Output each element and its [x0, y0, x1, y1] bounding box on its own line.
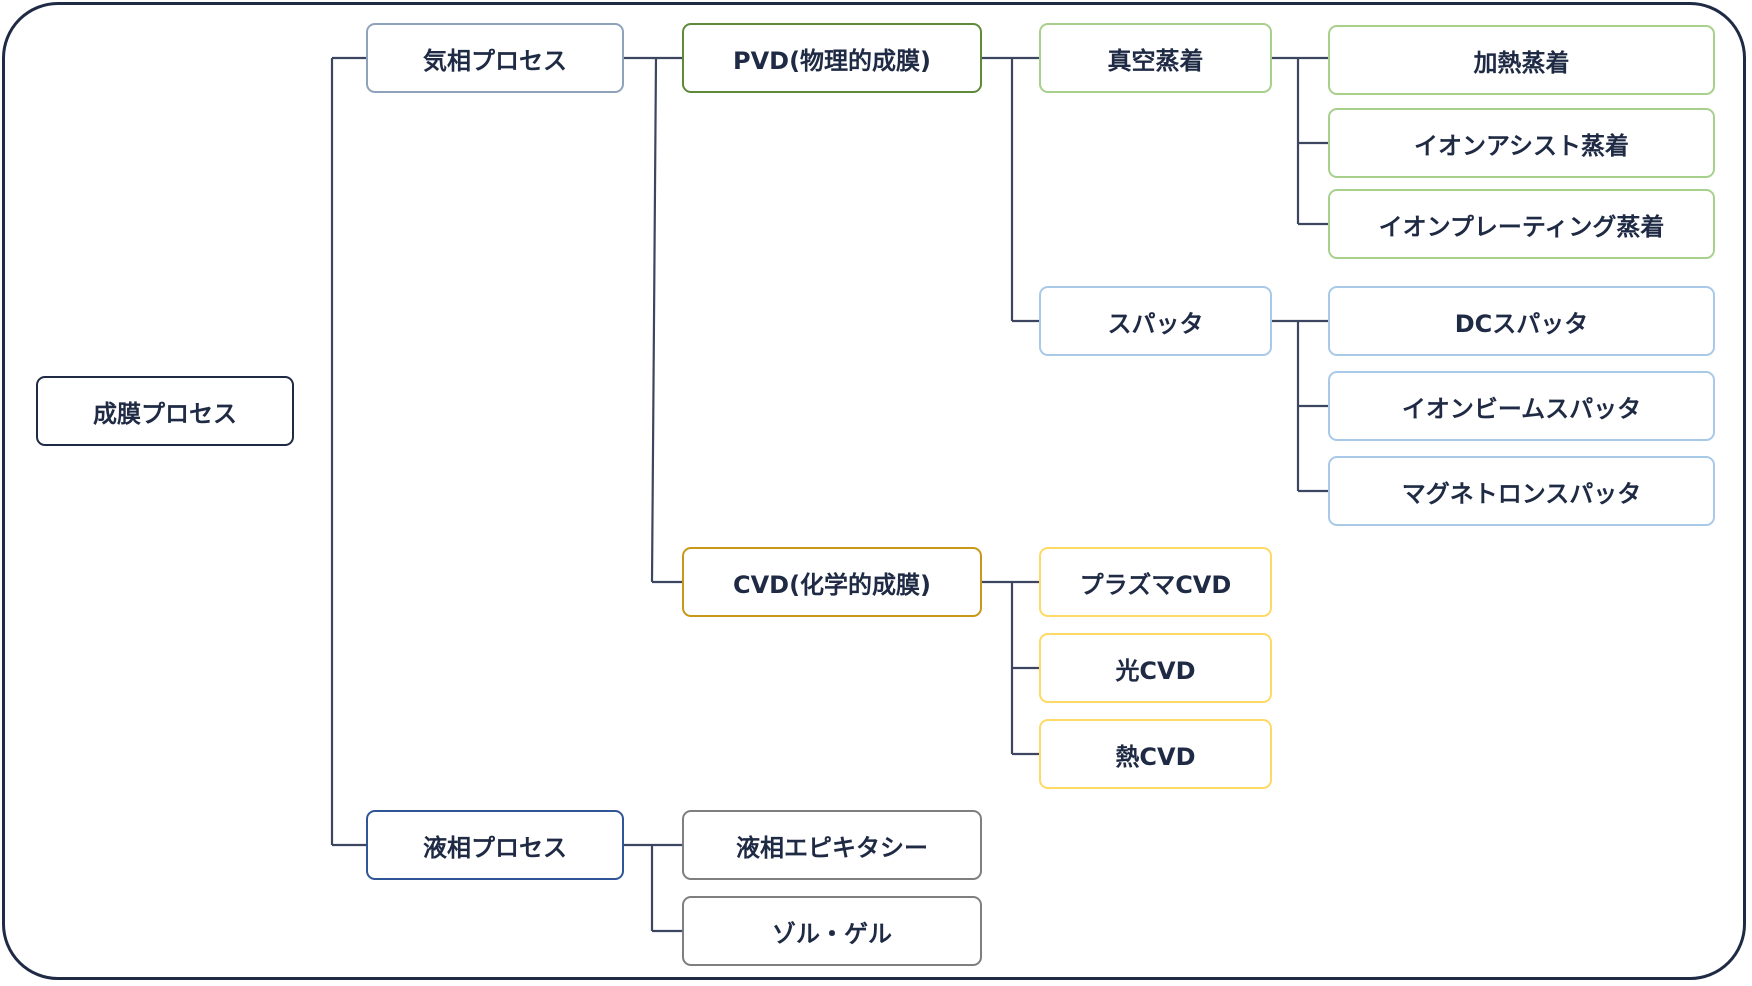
- node-label: プラズマCVD: [1079, 570, 1232, 599]
- node-sputter-method: DCスパッタ: [1328, 286, 1715, 356]
- node-label: 液相プロセス: [423, 833, 567, 862]
- node-liquid-process: 液相プロセス: [366, 810, 624, 880]
- node-liquid-method: 液相エピキタシー: [682, 810, 982, 880]
- node-label: PVD(物理的成膜): [732, 46, 932, 75]
- node-label: ゾル・ゲル: [772, 919, 892, 948]
- node-sputter: スパッタ: [1039, 286, 1272, 356]
- node-vapor-process: 気相プロセス: [366, 23, 624, 93]
- node-vacuum-method: 加熱蒸着: [1328, 25, 1715, 95]
- node-label: CVD(化学的成膜): [732, 570, 932, 599]
- node-vacuum-method: イオンプレーティング蒸着: [1328, 189, 1715, 259]
- node-label: マグネトロンスパッタ: [1401, 479, 1642, 508]
- node-label: 成膜プロセス: [93, 399, 237, 428]
- node-sputter-method: マグネトロンスパッタ: [1328, 456, 1715, 526]
- node-label: 熱CVD: [1115, 742, 1196, 771]
- node-cvd-method: 光CVD: [1039, 633, 1272, 703]
- node-label: 液相エピキタシー: [736, 833, 928, 862]
- node-vacuum-method: イオンアシスト蒸着: [1328, 108, 1715, 178]
- node-label: 光CVD: [1115, 656, 1196, 685]
- node-label: イオンビームスパッタ: [1401, 394, 1642, 423]
- node-label: 気相プロセス: [423, 46, 567, 75]
- node-label: イオンプレーティング蒸着: [1378, 212, 1665, 241]
- node-label: スパッタ: [1107, 309, 1204, 338]
- node-label: イオンアシスト蒸着: [1413, 131, 1630, 160]
- node-label: DCスパッタ: [1454, 309, 1589, 338]
- node-cvd: CVD(化学的成膜): [682, 547, 982, 617]
- node-film-process: 成膜プロセス: [36, 376, 294, 446]
- node-sputter-method: イオンビームスパッタ: [1328, 371, 1715, 441]
- node-pvd: PVD(物理的成膜): [682, 23, 982, 93]
- node-liquid-method: ゾル・ゲル: [682, 896, 982, 966]
- node-label: 真空蒸着: [1107, 46, 1204, 75]
- node-cvd-method: プラズマCVD: [1039, 547, 1272, 617]
- node-label: 加熱蒸着: [1473, 48, 1570, 77]
- node-cvd-method: 熱CVD: [1039, 719, 1272, 789]
- connector-trunk: [650, 57, 658, 583]
- node-vacuum-deposition: 真空蒸着: [1039, 23, 1272, 93]
